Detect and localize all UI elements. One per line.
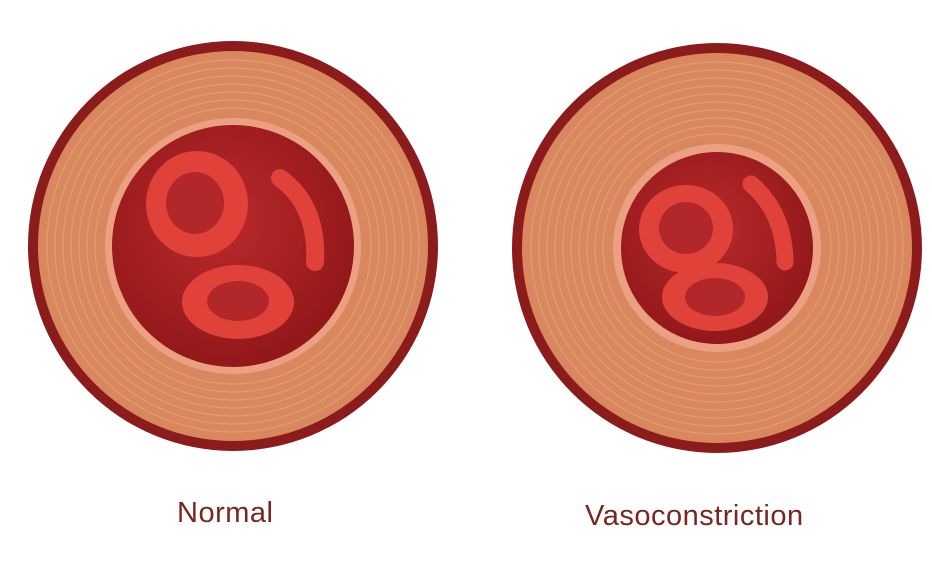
normal-vessel [28,41,438,451]
red-blood-cell [639,185,733,273]
red-blood-cell-edge [271,169,325,271]
red-blood-cell [662,263,768,331]
muscle-rings [530,61,904,435]
constricted-vessel [512,43,922,453]
normal-label: Normal [177,497,274,529]
red-blood-cell [182,265,294,339]
muscle-rings [46,59,420,433]
vasoconstriction-label: Vasoconstriction [585,500,804,532]
red-blood-cell [146,151,248,257]
red-blood-cell-edge [742,175,794,271]
